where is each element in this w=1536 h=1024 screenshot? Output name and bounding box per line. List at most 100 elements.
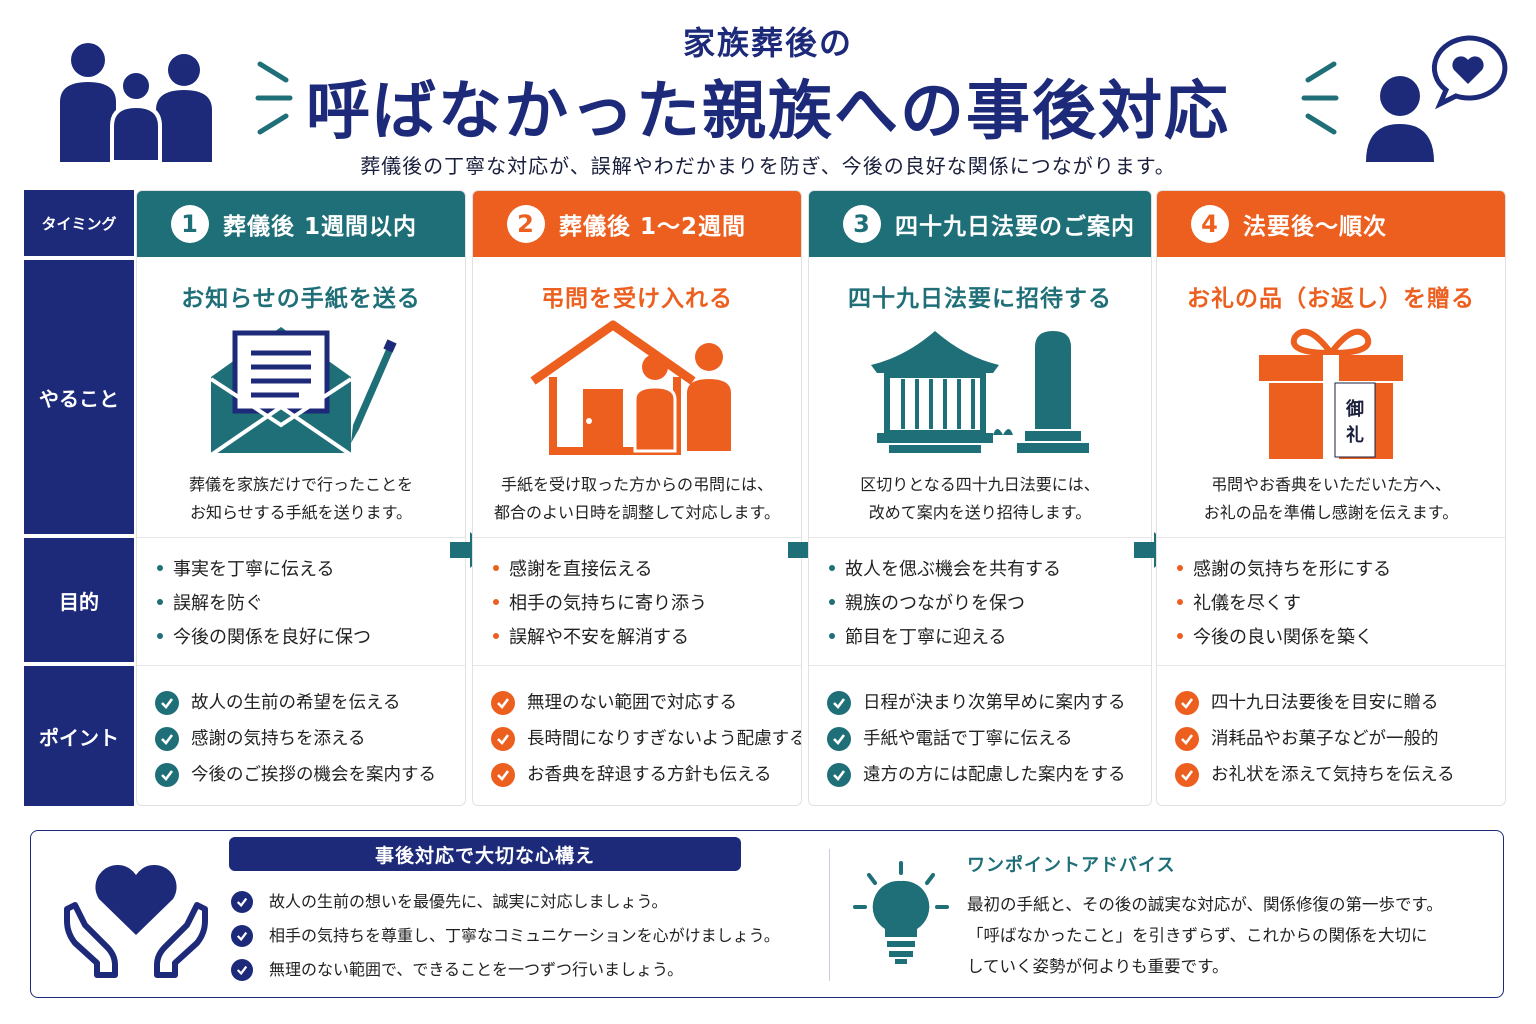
purpose-item: 親族のつながりを保つ [829,587,1061,621]
divider [473,537,801,538]
desc-line: 手紙を受け取った方からの弔問には、 [500,475,773,494]
step-number: 1 [171,205,209,243]
divider [1157,537,1505,538]
step-description: 葬儀を家族だけで行ったことを お知らせする手紙を送ります。 [137,471,465,527]
point-item: 故人の生前の希望を伝える [155,685,436,721]
family-icon [60,43,212,164]
gift-label-top: 御 [1345,398,1364,420]
step-header: 3 四十九日法要のご案内 [809,191,1151,257]
divider [137,537,465,538]
desc-line: 弔問やお香典をいただいた方へ、 [1210,475,1451,494]
advice-line: 「呼ばなかったこと」を引きずらず、これからの関係を大切に [967,926,1428,945]
purpose-item: 誤解を防ぐ [157,587,371,621]
point-item: 長時間になりすぎないよう配慮する [491,721,801,757]
letter-envelope-pen-icon [204,327,397,457]
check-icon [827,727,851,751]
point-list: 故人の生前の希望を伝える 感謝の気持ちを添える 今後のご挨拶の機会を案内する [155,685,436,793]
purpose-item: 相手の気持ちに寄り添う [493,587,707,621]
page-title: 呼ばなかった親族への事後対応 [306,75,1230,149]
desc-line: お礼の品を準備し感謝を伝えます。 [1203,503,1459,522]
desc-line: 改めて案内を送り招待します。 [868,503,1092,522]
purpose-list: 事実を丁寧に伝える 誤解を防ぐ 今後の関係を良好に保つ [157,553,371,655]
point-item: 遠方の方には配慮した案内をする [827,757,1126,793]
check-icon [231,959,253,981]
divider [1157,665,1505,666]
header: 家族葬後の 呼ばなかった親族への事後対応 葬儀後の丁寧な対応が、誤解やわだかまり… [0,0,1536,185]
point-item: 今後のご挨拶の機会を案内する [155,757,436,793]
step-task: 四十九日法要に招待する [848,286,1112,312]
divider [809,537,1151,538]
purpose-item: 今後の関係を良好に保つ [157,621,371,655]
step-timing: 法要後〜順次 [1243,214,1387,240]
purpose-item: 節目を丁寧に迎える [829,621,1061,655]
check-icon [1175,727,1199,751]
point-item: 感謝の気持ちを添える [155,721,436,757]
row-label-point: ポイント [24,666,134,806]
divider [137,665,465,666]
point-list: 日程が決まり次第早めに案内する 手紙や電話で丁寧に伝える 遠方の方には配慮した案… [827,685,1126,793]
desc-line: 区切りとなる四十九日法要には、 [860,475,1100,494]
step-task: お礼の品（お返し）を贈る [1187,286,1475,312]
point-list: 四十九日法要後を目安に贈る 消耗品やお菓子などが一般的 お礼状を添えて気持ちを伝… [1175,685,1455,793]
step-timing: 葬儀後 1週間以内 [223,214,418,240]
step-timing: 葬儀後 1〜2週間 [559,214,747,240]
step-number: 2 [507,205,545,243]
step-task: お知らせの手紙を送る [181,286,421,312]
purpose-item: 感謝を直接伝える [493,553,707,587]
point-item: 消耗品やお菓子などが一般的 [1175,721,1455,757]
point-item: 手紙や電話で丁寧に伝える [827,721,1126,757]
check-icon [231,925,253,947]
point-item: 日程が決まり次第早めに案内する [827,685,1126,721]
check-icon [491,691,515,715]
purpose-item: 礼儀を尽くす [1177,587,1391,621]
heart-hands-icon [64,864,208,978]
advice-title: ワンポイントアドバイス [967,855,1176,876]
check-icon [1175,763,1199,787]
desc-line: 都合のよい日時を調整して対応します。 [494,503,780,522]
row-label-timing: タイミング [24,190,134,256]
left-sparkle-icon [255,61,293,135]
check-icon [155,763,179,787]
lightbulb-icon [853,861,949,964]
advice-line: 最初の手紙と、その後の誠実な対応が、関係修復の第一歩です。 [967,895,1443,914]
gift-box-icon: 御 礼 [1259,328,1403,459]
point-item: お礼状を添えて気持ちを伝える [1175,757,1455,793]
step-number: 3 [843,205,881,243]
steps-table: タイミング やること 目的 ポイント 1 葬儀後 1週間以内 お知らせの手紙を送… [24,190,1506,806]
purpose-item: 感謝の気持ちを形にする [1177,553,1391,587]
check-icon [1175,691,1199,715]
person-heart-bubble-icon [1366,35,1508,162]
step-number: 4 [1191,205,1229,243]
step-description: 弔問やお香典をいただいた方へ、 お礼の品を準備し感謝を伝えます。 [1157,471,1505,527]
step-column-3: 3 四十九日法要のご案内 四十九日法要に招待する 区切りとなる四十九日法要には、… [808,190,1152,806]
check-icon [827,763,851,787]
step-header: 1 葬儀後 1週間以内 [137,191,465,257]
purpose-item: 事実を丁寧に伝える [157,553,371,587]
divider [809,665,1151,666]
purpose-list: 故人を偲ぶ機会を共有する 親族のつながりを保つ 節目を丁寧に迎える [829,553,1061,655]
point-item: 四十九日法要後を目安に贈る [1175,685,1455,721]
step-header: 2 葬儀後 1〜2週間 [473,191,801,257]
point-item: お香典を辞退する方針も伝える [491,757,801,793]
step-column-2: 2 葬儀後 1〜2週間 弔問を受け入れる 手紙を受け取った方からの弔問には、 都… [472,190,802,806]
purpose-list: 感謝の気持ちを形にする 礼儀を尽くす 今後の良い関係を築く [1177,553,1391,655]
check-icon [155,727,179,751]
step-column-4: 4 法要後〜順次 お礼の品（お返し）を贈る 御 礼 弔問やお香典をいただいた方へ… [1156,190,1506,806]
advice-panel: 事後対応で大切な心構え 故人の生前の想いを最優先に、誠実に対応しましょう。 相手… [30,830,1504,998]
mindset-item: 無理のない範囲で、できることを一つずつ行いましょう。 [231,953,780,987]
mindset-title: 事後対応で大切な心構え [229,837,741,871]
advice-body: 最初の手紙と、その後の誠実な対応が、関係修復の第一歩です。 「呼ばなかったこと」… [967,889,1487,982]
page-subtitle: 葬儀後の丁寧な対応が、誤解やわだかまりを防ぎ、今後の良好な関係につながります。 [360,154,1176,178]
step-task: 弔問を受け入れる [541,286,733,312]
right-sparkle-icon [1301,61,1339,135]
step-description: 手紙を受け取った方からの弔問には、 都合のよい日時を調整して対応します。 [473,471,801,527]
point-list: 無理のない範囲で対応する 長時間になりすぎないよう配慮する お香典を辞退する方針… [491,685,801,793]
mindset-list: 故人の生前の想いを最優先に、誠実に対応しましょう。 相手の気持ちを尊重し、丁寧な… [231,885,780,987]
desc-line: お知らせする手紙を送ります。 [189,503,413,522]
check-icon [231,891,253,913]
check-icon [491,727,515,751]
pre-title: 家族葬後の [682,24,853,62]
row-label-todo: やること [24,260,134,534]
mindset-item: 故人の生前の想いを最優先に、誠実に対応しましょう。 [231,885,780,919]
temple-grave-icon [871,331,1089,453]
